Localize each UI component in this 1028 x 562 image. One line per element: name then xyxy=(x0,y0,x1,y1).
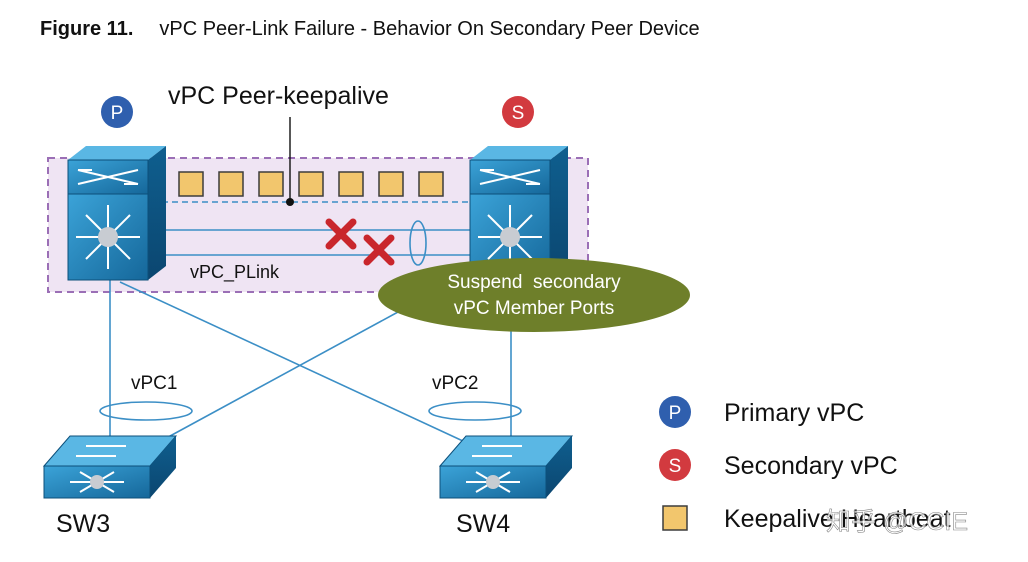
heartbeat-square xyxy=(178,171,204,197)
vpc2-oval xyxy=(428,401,522,421)
peer-link-label: vPC_PLink xyxy=(190,262,280,283)
svg-text:P: P xyxy=(669,403,682,424)
heartbeat-square xyxy=(418,171,444,197)
svg-text:Suspend secondary: Suspend secondary xyxy=(447,272,621,293)
peer-link-failure-x-1 xyxy=(325,218,357,250)
watermark: 知乎 @CCIE xyxy=(826,508,968,536)
primary-badge: P xyxy=(101,96,133,128)
svg-text:Keepalive Heartbeat: Keepalive Heartbeat xyxy=(724,505,951,533)
figure-title: vPC Peer-Link Failure - Behavior On Seco… xyxy=(159,18,700,40)
legend: P Primary vPC S Secondary vPC Keepalive … xyxy=(659,396,951,533)
legend-primary: P Primary vPC xyxy=(659,396,864,428)
heartbeat-square xyxy=(378,171,404,197)
heartbeat-square xyxy=(298,171,324,197)
legend-heartbeat: Keepalive Heartbeat xyxy=(662,505,951,533)
svg-text:P: P xyxy=(111,103,124,124)
vpc1-oval xyxy=(99,401,193,421)
svg-text:Secondary vPC: Secondary vPC xyxy=(724,452,898,480)
heartbeat-square xyxy=(258,171,284,197)
sw4-switch xyxy=(438,435,574,499)
peer-link-oval xyxy=(409,220,427,266)
sw3-label: SW3 xyxy=(56,510,110,538)
primary-vpc-switch xyxy=(67,146,166,281)
svg-text:S: S xyxy=(669,456,682,477)
heartbeat-square xyxy=(218,171,244,197)
sw3-switch xyxy=(42,435,178,499)
secondary-badge: S xyxy=(502,96,534,128)
svg-text:vPC Member Ports: vPC Member Ports xyxy=(454,298,614,319)
keepalive-label: vPC Peer-keepalive xyxy=(168,82,389,110)
legend-secondary: S Secondary vPC xyxy=(659,449,898,481)
vpc1-label: vPC1 xyxy=(131,373,177,394)
svg-text:S: S xyxy=(512,103,525,124)
sw4-label: SW4 xyxy=(456,510,510,538)
peer-link-failure-x-2 xyxy=(363,234,395,266)
svg-text:Primary vPC: Primary vPC xyxy=(724,399,864,427)
vpc2-label: vPC2 xyxy=(432,373,478,394)
figure-number: Figure 11. xyxy=(40,18,134,40)
heartbeat-square xyxy=(338,171,364,197)
figure-caption: Figure 11. vPC Peer-Link Failure - Behavi… xyxy=(40,18,700,41)
link-secondary-sw3 xyxy=(147,311,399,449)
keepalive-heartbeats xyxy=(178,171,444,197)
suspend-secondary-note: Suspend secondary vPC Member Ports xyxy=(378,258,690,332)
